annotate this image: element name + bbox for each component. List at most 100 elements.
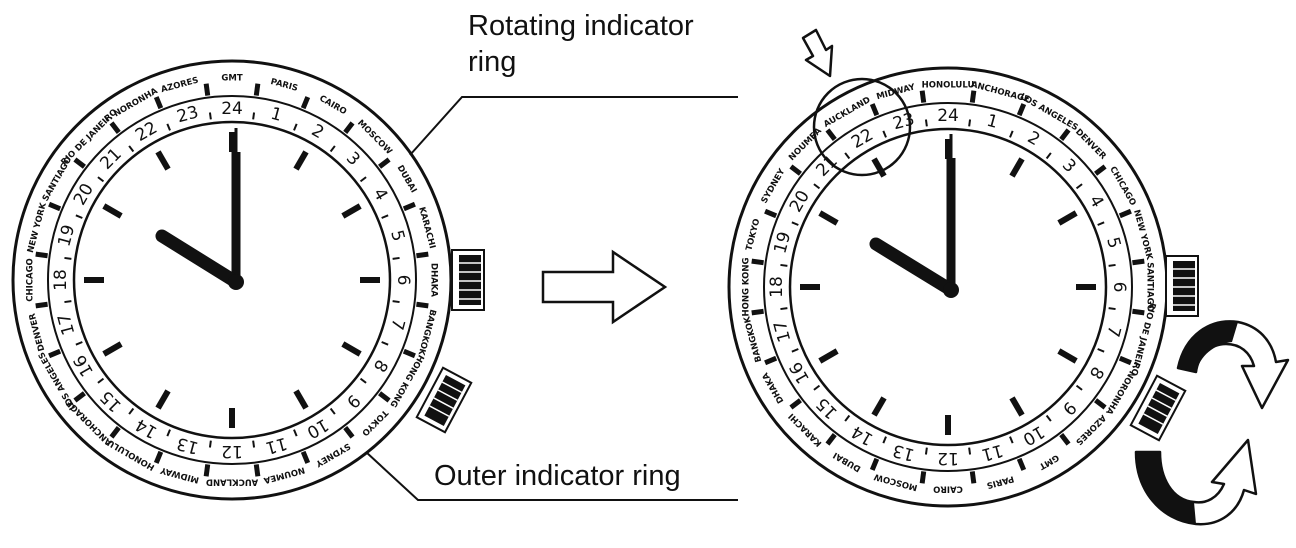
hour-ring-tick: [392, 300, 400, 304]
city-tick: [1016, 103, 1027, 117]
hour-ring-tick: [64, 256, 72, 260]
hour-ring-tick: [166, 123, 171, 131]
city-tick: [378, 157, 391, 169]
outer-ring-leader-line: [365, 451, 738, 501]
hour-ring-tick: [1097, 348, 1105, 353]
hour-ring-tick: [75, 341, 83, 346]
hour-ring-tick: [392, 256, 400, 260]
city-tick: [153, 450, 164, 464]
hour-ring-tick: [780, 307, 788, 311]
hour-ring-tick: [1075, 384, 1083, 391]
city-tick: [35, 251, 48, 259]
city-tick: [203, 464, 211, 477]
hour-ring-tick: [1108, 263, 1116, 267]
hour-ring-tick: [968, 119, 972, 127]
dial-marker: [1057, 348, 1078, 364]
dial-hour-markers: [800, 139, 1096, 435]
city-tick: [969, 90, 977, 103]
city-ring-ticks: [35, 83, 429, 477]
city-tick: [300, 450, 311, 464]
rotating-ring-leader-line: [409, 96, 738, 156]
dial-marker: [293, 150, 309, 171]
crown-bottom: [415, 366, 473, 434]
hour-ring-tick: [813, 384, 821, 391]
hour-ring-label: 6: [393, 275, 413, 286]
city-tick: [764, 208, 778, 219]
hour-ring-tick: [813, 183, 821, 190]
hour-ring-label: 24: [937, 106, 959, 126]
crown-top: [1165, 255, 1199, 317]
hour-ring-label: 12: [937, 448, 959, 468]
hour-ring-tick: [208, 112, 212, 120]
outer-ring-inner-edge: [763, 102, 1133, 472]
city-label: GMT: [221, 74, 242, 84]
city-tick: [825, 433, 837, 446]
hour-ring-tick: [968, 447, 972, 455]
rotation-arrow-upper-icon: [1176, 320, 1290, 410]
hour-ring-tick: [252, 112, 256, 120]
city-tick: [253, 83, 261, 96]
city-tick: [1118, 208, 1132, 219]
city-tick: [109, 426, 121, 439]
hour-ring-tick: [293, 429, 298, 437]
right-watch: GMTPARISCAIROMOSCOWDUBAIKARACHIDHAKABANG…: [727, 28, 1199, 508]
city-tick: [1132, 308, 1145, 316]
dial-hour-markers: [84, 132, 380, 428]
hour-ring-tick: [882, 130, 887, 138]
city-tick: [1059, 433, 1071, 446]
city-tick: [253, 464, 261, 477]
city-label: CAIRO: [933, 484, 963, 494]
hour-ring-tick: [780, 263, 788, 267]
hour-ring-label: 7: [386, 316, 408, 332]
city-tick: [869, 457, 880, 471]
transition-arrow: [541, 249, 668, 325]
hour-ring-tick: [882, 436, 887, 444]
rotating-indicator-ring-label: Rotating indicator ring: [468, 8, 694, 80]
hour-ring-tick: [844, 414, 851, 422]
city-tick: [109, 121, 121, 134]
highlight-circle: [812, 77, 912, 177]
city-tick: [869, 103, 880, 117]
city-tick: [300, 96, 311, 110]
hour-ring-tick: [924, 119, 928, 127]
city-tick: [969, 471, 977, 484]
city-tick: [1094, 164, 1107, 176]
pointer-arrow-icon: [801, 28, 834, 78]
city-label: SANTIAGO: [1145, 262, 1155, 312]
hour-ring-tick: [1045, 152, 1052, 160]
dial-marker: [155, 389, 171, 410]
hour-ring-tick: [381, 214, 389, 219]
hour-ring-tick: [381, 341, 389, 346]
city-tick: [416, 301, 429, 309]
city-tick: [751, 258, 764, 266]
dial-marker: [293, 389, 309, 410]
city-tick: [73, 157, 86, 169]
city-tick: [73, 391, 86, 403]
city-label: HONOLULU: [922, 81, 975, 91]
city-tick: [1059, 128, 1071, 141]
dial-marker: [871, 157, 887, 178]
city-label: CHICAGO: [26, 258, 36, 302]
city-label: AUCKLAND: [206, 477, 258, 487]
hour-ring-tick: [97, 377, 105, 384]
hour-ring-tick: [1009, 130, 1014, 138]
hour-ring-tick: [791, 348, 799, 353]
hour-hand: [869, 237, 958, 297]
hour-ring-tick: [75, 214, 83, 219]
hour-ring-tick: [252, 440, 256, 448]
hour-ring-tick: [1108, 307, 1116, 311]
city-tick: [1094, 398, 1107, 410]
city-tick: [825, 128, 837, 141]
hour-ring-label: 24: [221, 99, 243, 119]
city-tick: [48, 348, 62, 359]
hour-ring-tick: [166, 429, 171, 437]
hour-ring-tick: [64, 300, 72, 304]
hour-ring-tick: [128, 407, 135, 415]
dial-marker: [818, 210, 839, 226]
city-label: HONG KONG: [742, 258, 752, 317]
dial-marker: [871, 396, 887, 417]
hour-ring-label: 6: [1109, 282, 1129, 293]
city-ring-ticks: [751, 90, 1145, 484]
dial-marker: [341, 341, 362, 357]
city-tick: [1016, 457, 1027, 471]
